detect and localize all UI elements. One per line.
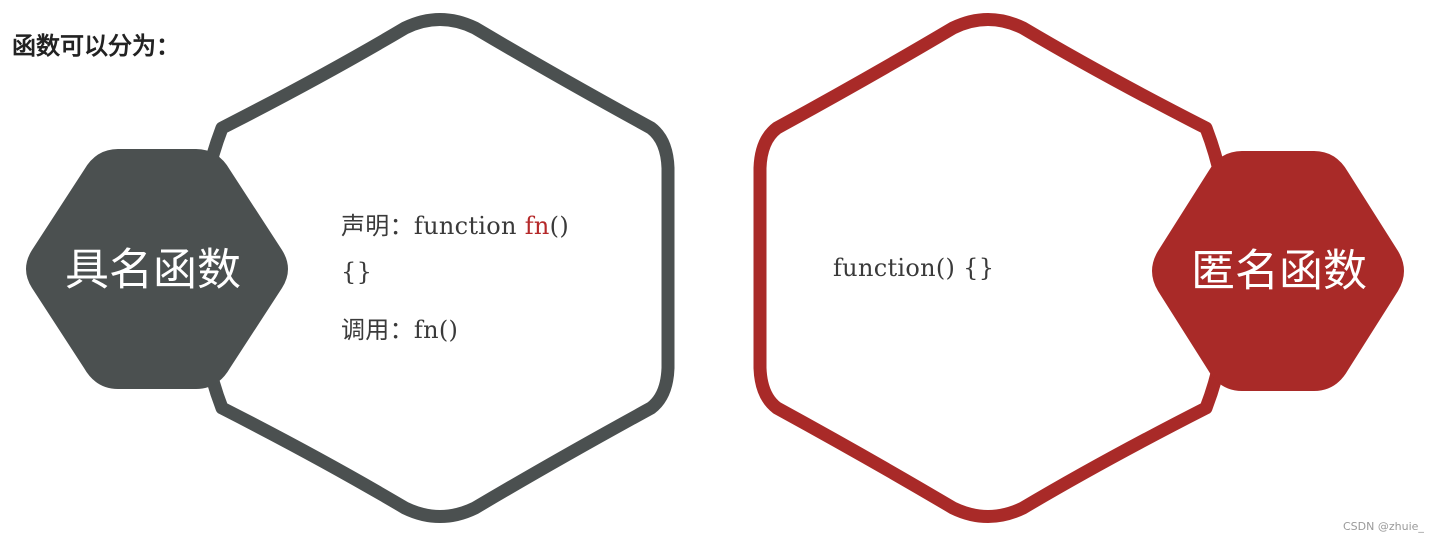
declaration-prefix: 声明：function xyxy=(341,212,525,240)
watermark: CSDN @zhuie_ xyxy=(1343,520,1424,533)
anonymous-function-badge-hexagon xyxy=(1152,151,1404,391)
anonymous-function-label: 匿名函数 xyxy=(1191,246,1367,297)
anonymous-code-line: function() {} xyxy=(833,254,995,282)
named-body-line: {} xyxy=(341,258,373,286)
named-declaration-line: 声明：function fn() xyxy=(341,206,569,241)
named-call-line: 调用：fn() xyxy=(341,316,459,344)
named-function-label: 具名函数 xyxy=(65,245,241,296)
anonymous-function-outline-hexagon xyxy=(753,13,1228,523)
declaration-function-name: fn xyxy=(524,212,550,240)
declaration-suffix: () xyxy=(549,212,569,240)
page-title: 函数可以分为： xyxy=(12,32,180,60)
named-function-badge-hexagon xyxy=(26,149,288,389)
named-function-outline-hexagon xyxy=(200,13,675,523)
